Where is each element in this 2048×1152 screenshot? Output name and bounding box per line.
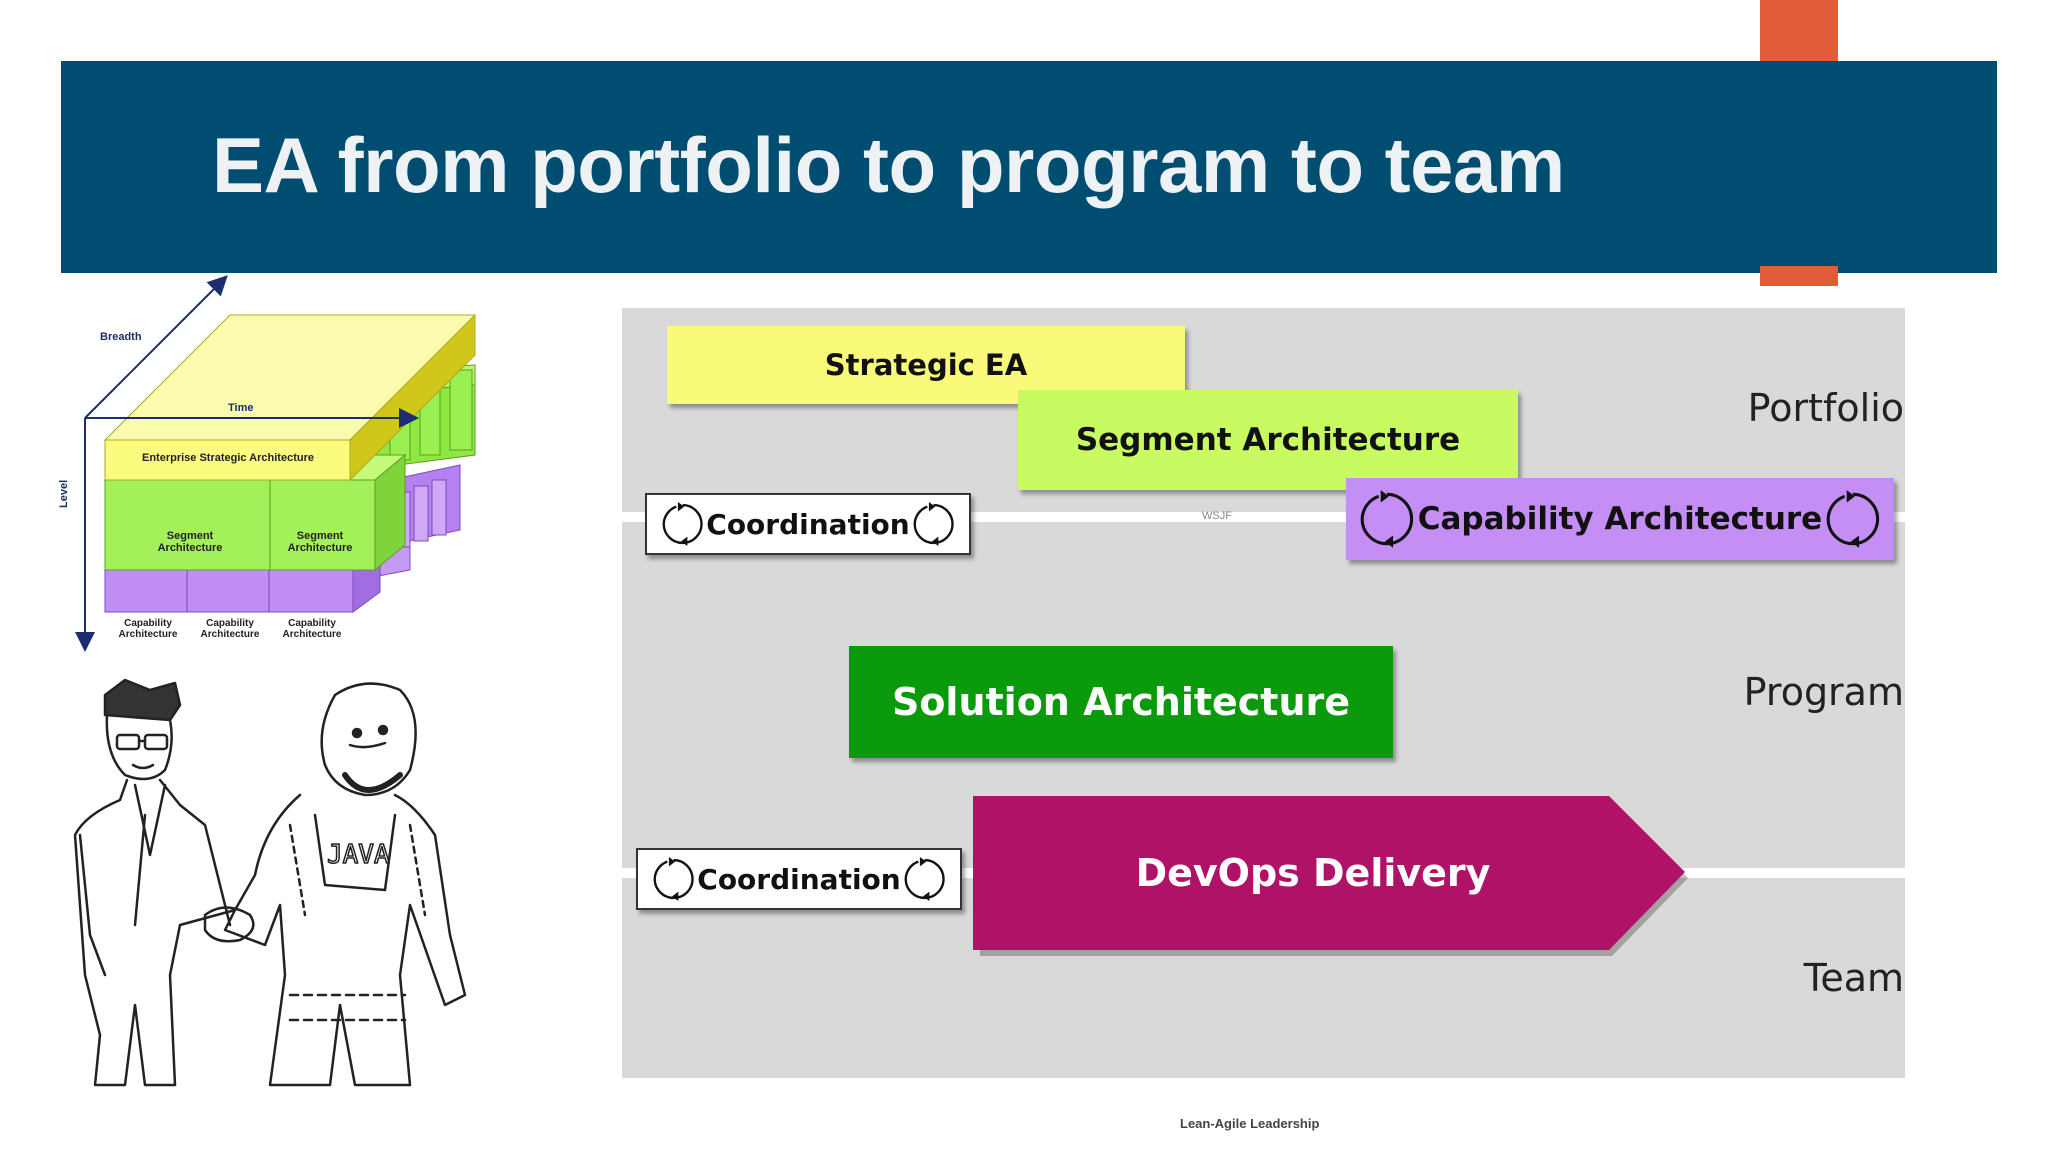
coordination-label-bottom: Coordination (697, 862, 901, 896)
breadth-label: Breadth (100, 331, 142, 343)
segment-architecture-box: Segment Architecture (1018, 390, 1518, 490)
capability-label-2: Capability Architecture (200, 618, 260, 640)
capability-architecture-box: Capability Architecture (1346, 478, 1894, 560)
coordination-box-bottom: Coordination (636, 848, 962, 910)
capability-label-1: Capability Architecture (118, 618, 178, 640)
refresh-icon (653, 856, 694, 902)
ea-cube-diagram (75, 275, 477, 652)
capability-architecture-label: Capability Architecture (1417, 501, 1823, 537)
breadth-axis (84, 275, 228, 419)
solution-architecture-box: Solution Architecture (849, 646, 1393, 758)
enterprise-layer (103, 313, 477, 482)
accent-bar-bottom (1760, 266, 1838, 286)
refresh-icon (1826, 490, 1880, 548)
coordination-box-top: Coordination (645, 493, 971, 555)
enterprise-strategic-label: Enterprise Strategic Architecture (142, 452, 314, 464)
refresh-icon (1360, 490, 1414, 548)
level-portfolio: Portfolio (1747, 386, 1904, 430)
devops-delivery-label: DevOps Delivery (1135, 851, 1491, 895)
refresh-icon (662, 501, 703, 547)
refresh-icon (904, 856, 945, 902)
level-team: Team (1803, 956, 1904, 1000)
background-marker: WSJF (1202, 510, 1232, 522)
coordination-label-top: Coordination (706, 507, 910, 541)
accent-bar-top (1760, 0, 1838, 62)
level-label: Level (58, 479, 70, 508)
slide-title: EA from portfolio to program to team (212, 121, 1565, 209)
capability-label-3: Capability Architecture (282, 618, 342, 640)
strategic-ea-box: Strategic EA (667, 326, 1185, 404)
svg-text:JAVA: JAVA (327, 840, 390, 870)
footer-label: Lean-Agile Leadership (1180, 1116, 1320, 1131)
devops-delivery-arrow (973, 796, 1688, 956)
segment-label-1: Segment Architecture (157, 530, 223, 554)
segment-label-2: Segment Architecture (287, 530, 353, 554)
portfolio-program-separator (622, 512, 1905, 522)
people-handshake-illustration: JAVA (73, 678, 467, 1087)
title-bar (61, 61, 1997, 273)
time-label: Time (228, 402, 254, 414)
level-program: Program (1743, 670, 1904, 714)
refresh-icon (913, 501, 954, 547)
